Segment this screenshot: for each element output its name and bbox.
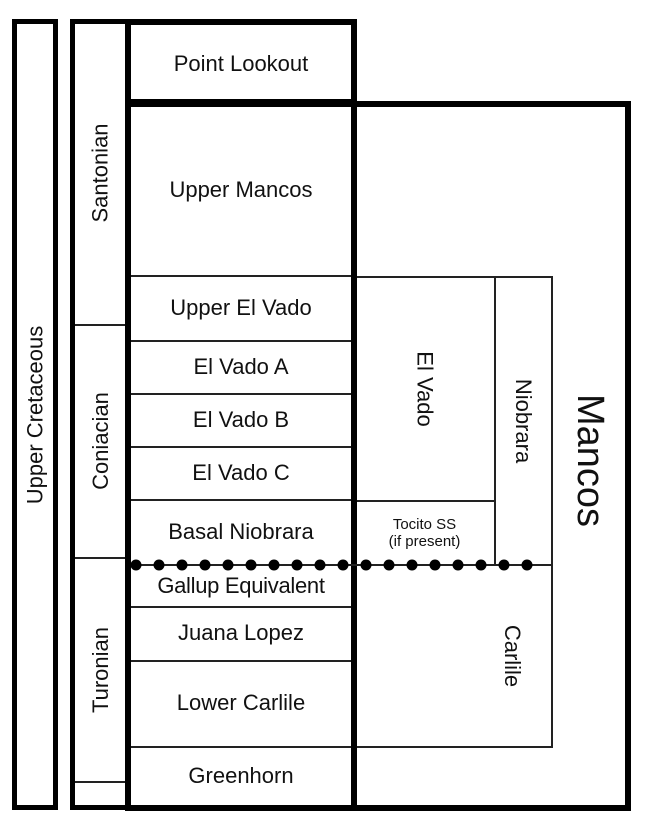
- unit-upper-el-vado: Upper El Vado: [131, 276, 351, 342]
- unconformity-dot: [314, 559, 326, 571]
- unit-upper-mancos: Upper Mancos: [131, 105, 351, 277]
- unconformity-dot: [176, 559, 188, 571]
- unit-label: Lower Carlile: [176, 690, 306, 716]
- unconformity-dot: [498, 559, 510, 571]
- unconformity-dot: [199, 559, 211, 571]
- era-column: Upper Cretaceous: [12, 19, 58, 810]
- unit-label: Upper Mancos: [169, 176, 313, 202]
- unit-label: Upper El Vado: [170, 294, 312, 320]
- unconformity-dot: [245, 559, 257, 571]
- unconformity-dot: [291, 559, 303, 571]
- units-column: [125, 19, 357, 811]
- unit-label: Greenhorn: [188, 762, 294, 788]
- unit-el-vado-c: El Vado C: [131, 447, 351, 501]
- unconformity-dot: [153, 559, 165, 571]
- unconformity-dot: [222, 559, 234, 571]
- thick-divider: [125, 99, 357, 105]
- unconformity-dot: [406, 559, 418, 571]
- unit-greenhorn: Greenhorn: [131, 747, 351, 805]
- unit-lower-carlile: Lower Carlile: [131, 661, 351, 748]
- unconformity-dot: [429, 559, 441, 571]
- member-tocito: Tocito SS (if present): [353, 500, 496, 566]
- unit-label: Point Lookout: [173, 50, 309, 76]
- unconformity-dot: [130, 559, 142, 571]
- unit-label: Juana Lopez: [178, 620, 304, 646]
- unconformity-dot: [521, 559, 533, 571]
- member-label: Tocito SS: [392, 516, 457, 533]
- unit-point-lookout: Point Lookout: [131, 25, 351, 103]
- stage-coniacian: Coniacian: [75, 325, 127, 559]
- unconformity-dot: [452, 559, 464, 571]
- unit-basal-niobrara: Basal Niobrara: [131, 500, 351, 564]
- unconformity-dot: [360, 559, 372, 571]
- unit-label: El Vado B: [192, 406, 290, 432]
- unit-el-vado-a: El Vado A: [131, 341, 351, 395]
- unconformity-dot: [337, 559, 349, 571]
- unconformity-dot: [383, 559, 395, 571]
- unconformity-dot: [268, 559, 280, 571]
- unit-label: Gallup Equivalent: [157, 573, 325, 599]
- unconformity-dot: [475, 559, 487, 571]
- stage-turonian: Turonian: [75, 558, 127, 783]
- unit-label: El Vado C: [192, 459, 290, 485]
- unit-juana-lopez: Juana Lopez: [131, 607, 351, 662]
- unit-label: Basal Niobrara: [168, 518, 314, 544]
- member-label: (if present): [388, 533, 461, 550]
- stage-santonian: Santonian: [75, 22, 127, 326]
- unit-gallup-equivalent: Gallup Equivalent: [131, 567, 351, 608]
- unit-el-vado-b: El Vado B: [131, 394, 351, 448]
- unit-label: El Vado A: [193, 353, 289, 379]
